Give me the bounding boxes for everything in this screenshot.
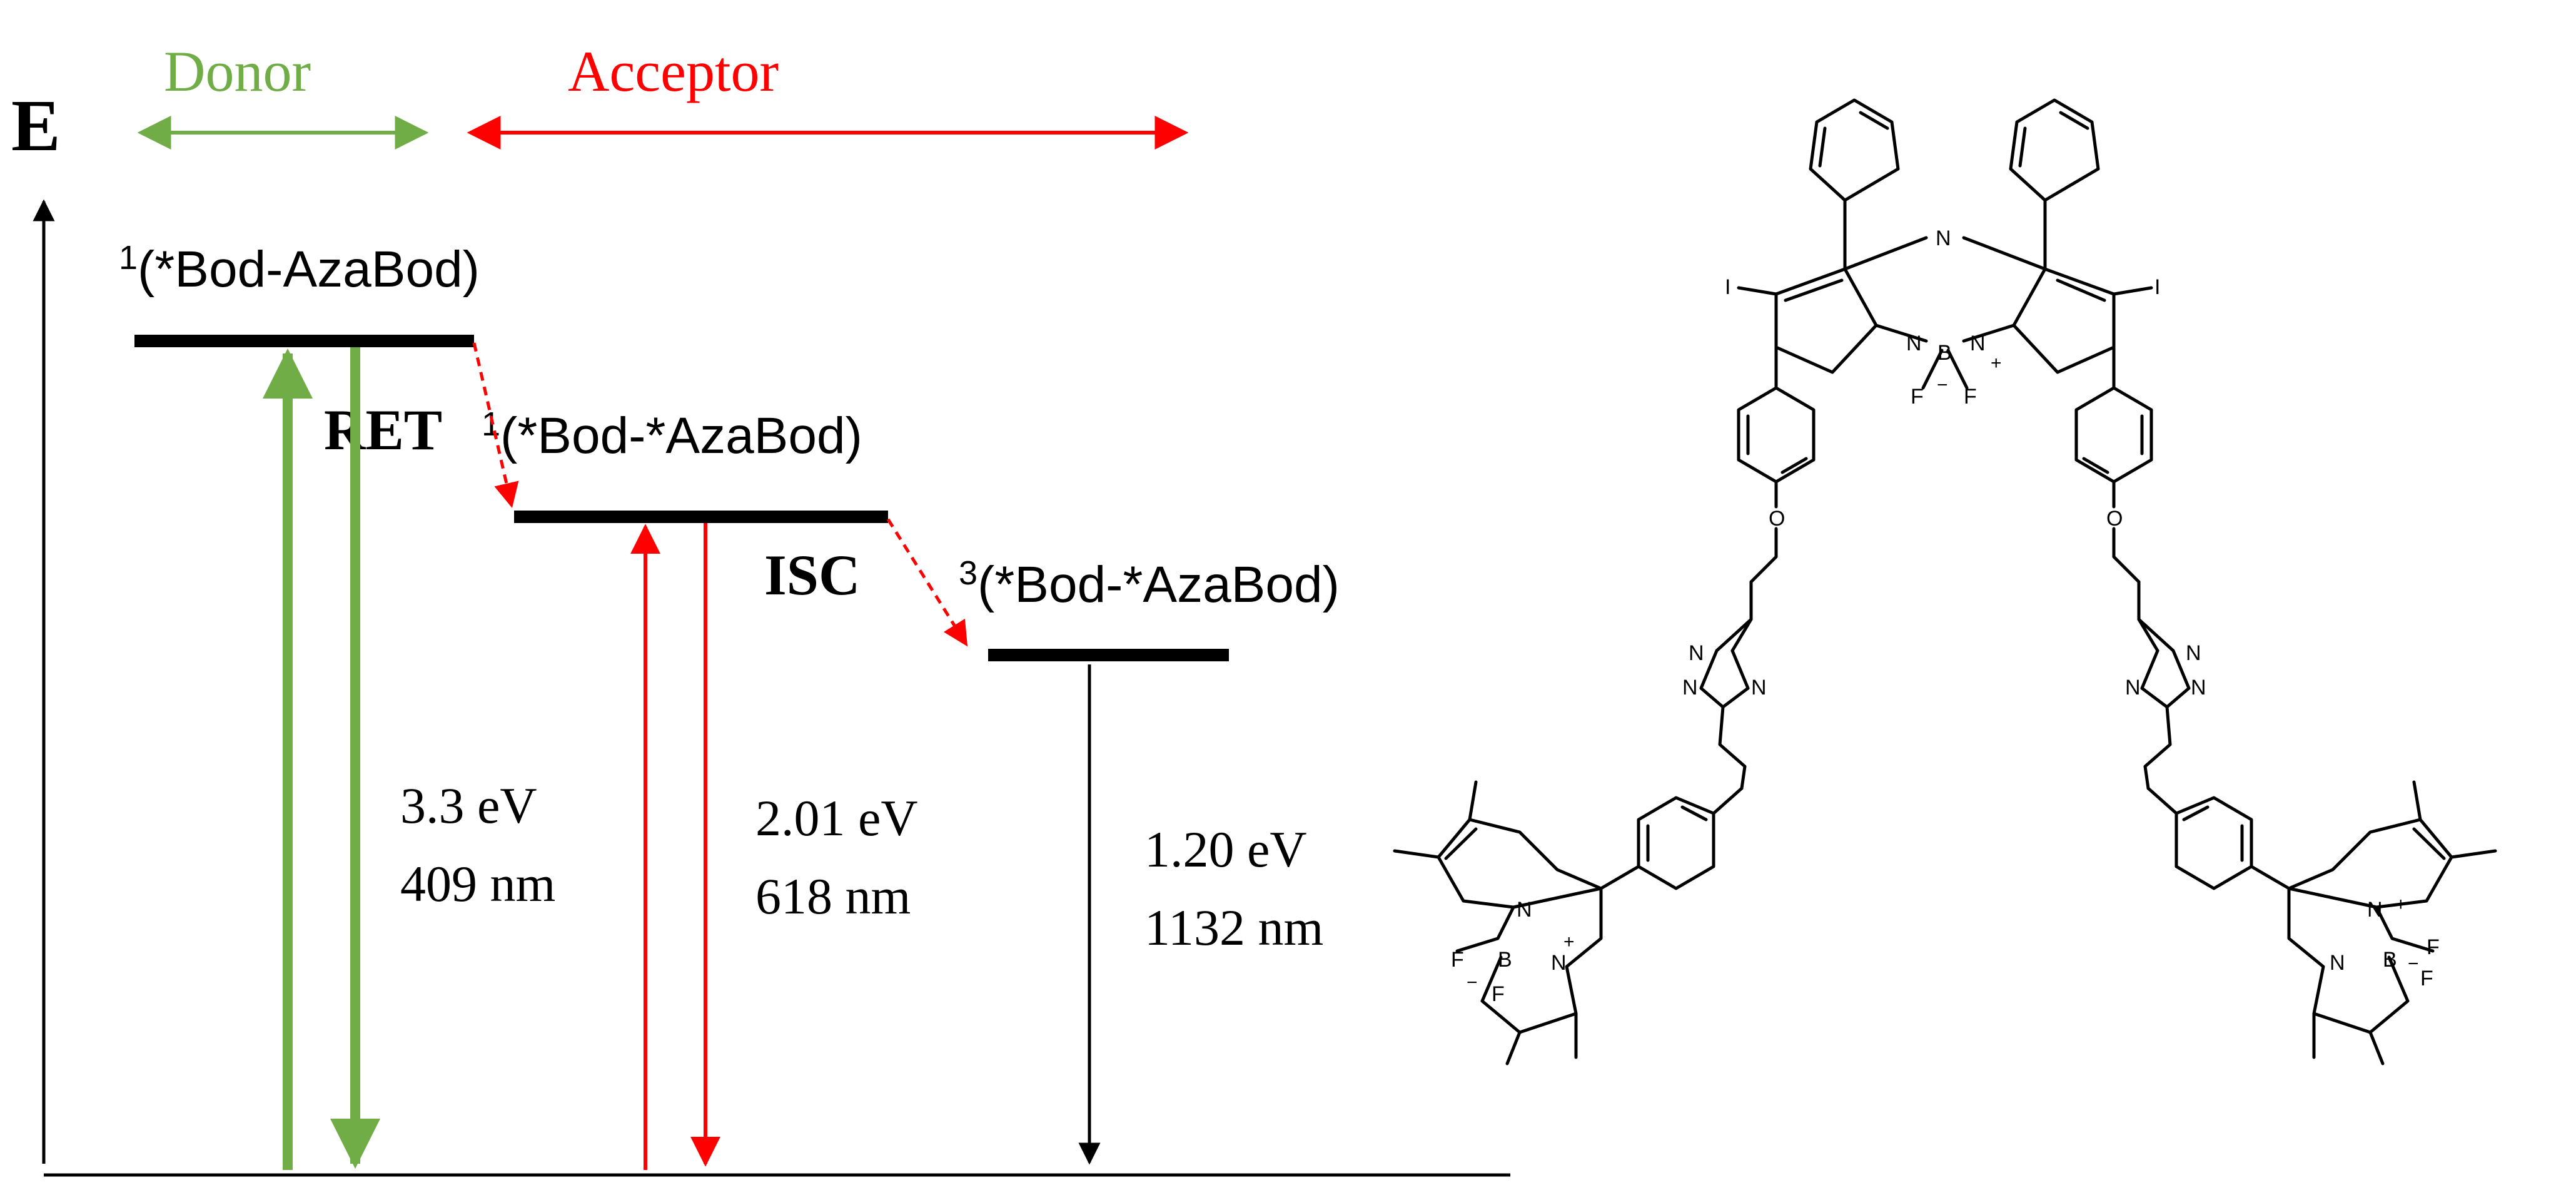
core-fluorine-left-label: F bbox=[1911, 385, 1924, 409]
bodipy-left-minus-charge: − bbox=[1467, 972, 1478, 993]
triplet-acceptor-state: (*Bod-*AzaBod) bbox=[977, 556, 1340, 613]
acceptor-wavelength-label: 618 nm bbox=[755, 868, 911, 925]
donor-wavelength-label: 409 nm bbox=[400, 855, 555, 912]
core-nitrogen-right-label: N bbox=[1970, 332, 1986, 355]
ret-dashed-arrow bbox=[472, 342, 519, 508]
triplet-acceptor-label: 3(*Bod-*AzaBod) bbox=[959, 554, 1340, 613]
azabodipy-core bbox=[1737, 98, 2153, 584]
singlet-donor-multiplicity: 1 bbox=[119, 239, 138, 277]
isc-label: ISC bbox=[764, 543, 860, 607]
acceptor-label: Acceptor bbox=[568, 39, 779, 103]
bodipy-left bbox=[1393, 780, 1744, 1065]
bodipy-right-fluorine-1: F bbox=[2427, 935, 2440, 959]
core-minus-charge: − bbox=[1937, 375, 1948, 395]
core-nitrogen-left-label: N bbox=[1906, 332, 1922, 355]
bridge-nitrogen-label: N bbox=[1936, 226, 1951, 250]
bodipy-right-boron: B bbox=[2383, 948, 2397, 972]
isc-dashed-arrow bbox=[886, 518, 968, 647]
triplet-energy-label: 1.20 eV bbox=[1144, 821, 1307, 878]
energy-diagram: E Donor Acceptor 1(*Bod-AzaBod) 1(*Bod-*… bbox=[11, 39, 1510, 1177]
molecular-structure: N N N B F F − + I I O O N N N N N N N N … bbox=[1393, 98, 2497, 1065]
triazole-left-nitrogen-3: N bbox=[1751, 676, 1767, 699]
triplet-wavelength-label: 1132 nm bbox=[1144, 899, 1323, 956]
bodipy-right-nitrogen-1: N bbox=[2367, 898, 2383, 922]
bodipy-right-plus-charge: + bbox=[2395, 894, 2407, 915]
singlet-donor-state: (*Bod-AzaBod) bbox=[138, 241, 480, 298]
ret-label: RET bbox=[324, 398, 442, 462]
bodipy-left-fluorine-2: F bbox=[1492, 982, 1505, 1006]
triazole-left-nitrogen-1: N bbox=[1689, 641, 1704, 665]
oxygen-left-label: O bbox=[1769, 507, 1785, 531]
iodine-left-label: I bbox=[1725, 275, 1730, 299]
triazole-right bbox=[2137, 580, 2191, 790]
bodipy-left-plus-charge: + bbox=[1563, 932, 1575, 952]
energy-axis-label: E bbox=[11, 84, 61, 166]
bodipy-right-nitrogen-2: N bbox=[2330, 951, 2345, 975]
core-boron-label: B bbox=[1937, 341, 1952, 365]
bodipy-left-nitrogen-1: N bbox=[1517, 898, 1532, 922]
singlet-acceptor-state: (*Bod-*AzaBod) bbox=[500, 407, 862, 464]
donor-label: Donor bbox=[164, 39, 311, 103]
core-fluorine-right-label: F bbox=[1964, 385, 1977, 409]
triazole-right-nitrogen-3: N bbox=[2125, 676, 2141, 699]
oxygen-right-label: O bbox=[2106, 507, 2123, 531]
triazole-left bbox=[1699, 580, 1753, 790]
bodipy-left-nitrogen-2: N bbox=[1551, 951, 1567, 975]
iodine-right-label: I bbox=[2154, 275, 2160, 299]
singlet-donor-label: 1(*Bod-AzaBod) bbox=[119, 239, 480, 298]
bodipy-right bbox=[2146, 780, 2497, 1065]
bodipy-left-fluorine-1: F bbox=[1451, 948, 1464, 972]
triplet-acceptor-multiplicity: 3 bbox=[959, 554, 977, 592]
bodipy-left-boron: B bbox=[1498, 948, 1512, 972]
triazole-right-nitrogen-1: N bbox=[2186, 641, 2201, 665]
singlet-acceptor-label: 1(*Bod-*AzaBod) bbox=[482, 405, 862, 464]
triazole-left-nitrogen-2: N bbox=[1682, 676, 1698, 699]
donor-energy-label: 3.3 eV bbox=[400, 777, 537, 834]
singlet-acceptor-multiplicity: 1 bbox=[482, 405, 500, 443]
triazole-right-nitrogen-2: N bbox=[2191, 676, 2206, 699]
bodipy-right-fluorine-2: F bbox=[2420, 967, 2433, 990]
acceptor-energy-label: 2.01 eV bbox=[755, 790, 918, 847]
core-plus-charge: + bbox=[1991, 353, 2002, 374]
bodipy-right-minus-charge: − bbox=[2408, 953, 2419, 974]
